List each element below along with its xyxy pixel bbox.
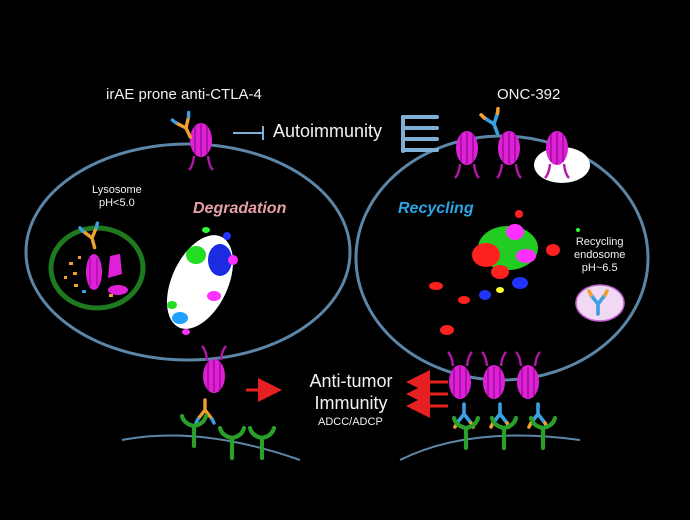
lysosome-fragments-icon [64, 254, 128, 297]
recycling-endosome-line3: pH~6.5 [581, 262, 618, 274]
degradation-particles [166, 227, 238, 335]
left-target-membrane [121, 434, 301, 461]
recycling-endosome-line1: Recycling [575, 236, 624, 248]
fc-receptor-icon [492, 418, 516, 448]
ctla4-receptor-icon [187, 121, 215, 172]
ctla4-receptor-icon [495, 129, 523, 180]
recycling-endosome-label: Recycling endosome pH~6.5 [574, 236, 625, 275]
recycling-label: Recycling [398, 200, 474, 217]
ctla4-receptor-icon [200, 344, 228, 395]
right-title: ONC-392 [497, 86, 561, 103]
fc-receptor-icon [250, 428, 274, 458]
inhibition-arrow-icon [233, 126, 264, 140]
fc-receptor-icon [454, 418, 478, 448]
ctla4-receptor-icon [480, 350, 508, 401]
ctla4-receptor-icon [453, 129, 481, 180]
inhibition-bars-icon [401, 115, 439, 153]
lysosome-label-line1: Lysosome [92, 184, 142, 196]
ctla4-receptor-icon [514, 350, 542, 401]
antitumor-line1: Anti-tumor [309, 371, 393, 391]
recycling-particles [429, 210, 580, 335]
left-title: irAE prone anti-CTLA-4 [106, 86, 262, 103]
recycling-endosome-line2: endosome [574, 249, 626, 261]
autoimmunity-label: Autoimmunity [273, 121, 383, 141]
lysosome-label: Lysosome pH<5.0 [92, 184, 142, 210]
adcc-label: ADCC/ADCP [318, 416, 383, 428]
antitumor-label: Anti-tumor Immunity [296, 370, 406, 414]
degradation-label: Degradation [193, 200, 287, 217]
right-target-membrane [399, 434, 581, 461]
antitumor-line2: Immunity [314, 393, 388, 413]
antibody-icon [479, 106, 508, 139]
left-cell-membrane [24, 142, 352, 362]
ctla4-receptor-icon [446, 350, 474, 401]
fc-receptor-icon [182, 416, 206, 446]
lysosome-label-line2: pH<5.0 [98, 197, 135, 209]
